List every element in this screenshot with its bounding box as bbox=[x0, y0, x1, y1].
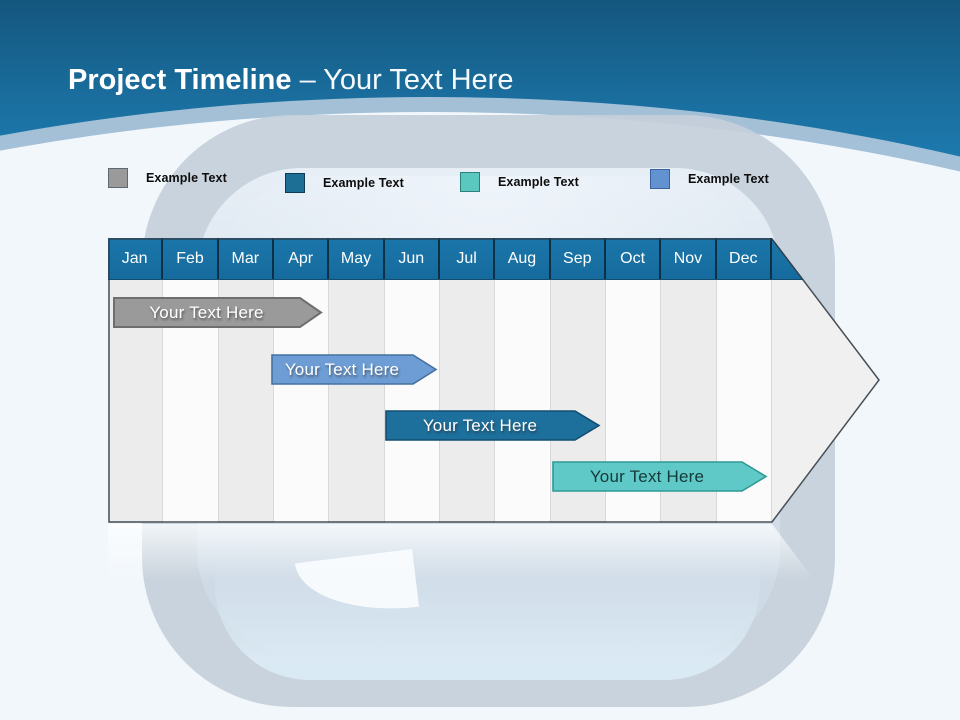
month-cell-oct: Oct bbox=[606, 238, 662, 279]
slide-title: Project Timeline – Your Text Here bbox=[68, 60, 513, 100]
legend-item-blue: Example Text bbox=[650, 169, 769, 189]
task-bar-3: Your Text Here bbox=[385, 410, 601, 441]
month-header-cells: Jan Feb Mar Apr May Jun Jul Aug Sep Oct … bbox=[108, 238, 772, 279]
stripe-may bbox=[329, 280, 385, 523]
month-label: Mar bbox=[231, 249, 260, 267]
month-cell-jul: Jul bbox=[440, 238, 496, 279]
month-label: Jun bbox=[398, 249, 425, 267]
month-label: May bbox=[340, 249, 372, 267]
month-cell-mar: Mar bbox=[219, 238, 274, 279]
legend-item-teal: Example Text bbox=[460, 172, 579, 192]
month-cell-jan: Jan bbox=[108, 238, 164, 279]
month-label: Nov bbox=[673, 249, 703, 267]
timeline-arrow-body: Jan Feb Mar Apr May Jun Jul Aug Sep Oct … bbox=[108, 238, 880, 523]
task-bar-1: Your Text Here bbox=[113, 297, 323, 328]
stripe-jul bbox=[439, 280, 496, 523]
month-cell-dec: Dec bbox=[717, 238, 772, 279]
legend-swatch-darkblue bbox=[285, 173, 305, 193]
legend-swatch-gray bbox=[108, 168, 128, 188]
month-cell-feb: Feb bbox=[163, 238, 219, 279]
task-bar-4: Your Text Here bbox=[552, 461, 768, 492]
task-bar-3-label: Your Text Here bbox=[422, 416, 538, 435]
legend-label: Example Text bbox=[146, 171, 227, 185]
month-cell-sep: Sep bbox=[551, 238, 606, 279]
month-label: Dec bbox=[729, 249, 758, 267]
legend-item-gray: Example Text bbox=[108, 168, 227, 188]
legend-item-darkblue: Example Text bbox=[285, 173, 404, 193]
month-cell-apr: Apr bbox=[274, 238, 330, 279]
task-bar-1-label: Your Text Here bbox=[149, 303, 264, 322]
stripe-jun bbox=[384, 280, 440, 523]
legend-swatch-blue bbox=[650, 169, 670, 189]
month-label: Oct bbox=[620, 249, 646, 267]
month-label: Sep bbox=[563, 249, 592, 267]
chart-reflection bbox=[108, 524, 814, 580]
stripe-aug bbox=[495, 280, 551, 523]
month-cell-may: May bbox=[329, 238, 385, 279]
legend-label: Example Text bbox=[688, 172, 769, 186]
slide-title-rest: – Your Text Here bbox=[299, 64, 514, 96]
legend-label: Example Text bbox=[323, 176, 404, 190]
month-cell-jun: Jun bbox=[385, 238, 440, 279]
month-cell-aug: Aug bbox=[495, 238, 551, 279]
slide-title-bold: Project Timeline bbox=[68, 64, 292, 96]
legend-swatch-teal bbox=[460, 172, 480, 192]
month-label: Aug bbox=[507, 249, 537, 267]
month-header-band: Jan Feb Mar Apr May Jun Jul Aug Sep Oct … bbox=[108, 238, 880, 280]
arrow-tip-area bbox=[772, 280, 880, 523]
task-bar-2-label: Your Text Here bbox=[284, 360, 400, 379]
task-bar-2: Your Text Here bbox=[271, 354, 438, 385]
month-label: Jul bbox=[456, 249, 477, 267]
legend-label: Example Text bbox=[498, 175, 579, 189]
month-cell-nov: Nov bbox=[661, 238, 717, 279]
month-label: Jan bbox=[121, 249, 148, 267]
timeline-gantt-chart: Jan Feb Mar Apr May Jun Jul Aug Sep Oct … bbox=[108, 238, 880, 523]
month-label: Feb bbox=[176, 249, 204, 267]
task-bar-4-label: Your Text Here bbox=[589, 467, 705, 486]
month-label: Apr bbox=[288, 249, 314, 267]
